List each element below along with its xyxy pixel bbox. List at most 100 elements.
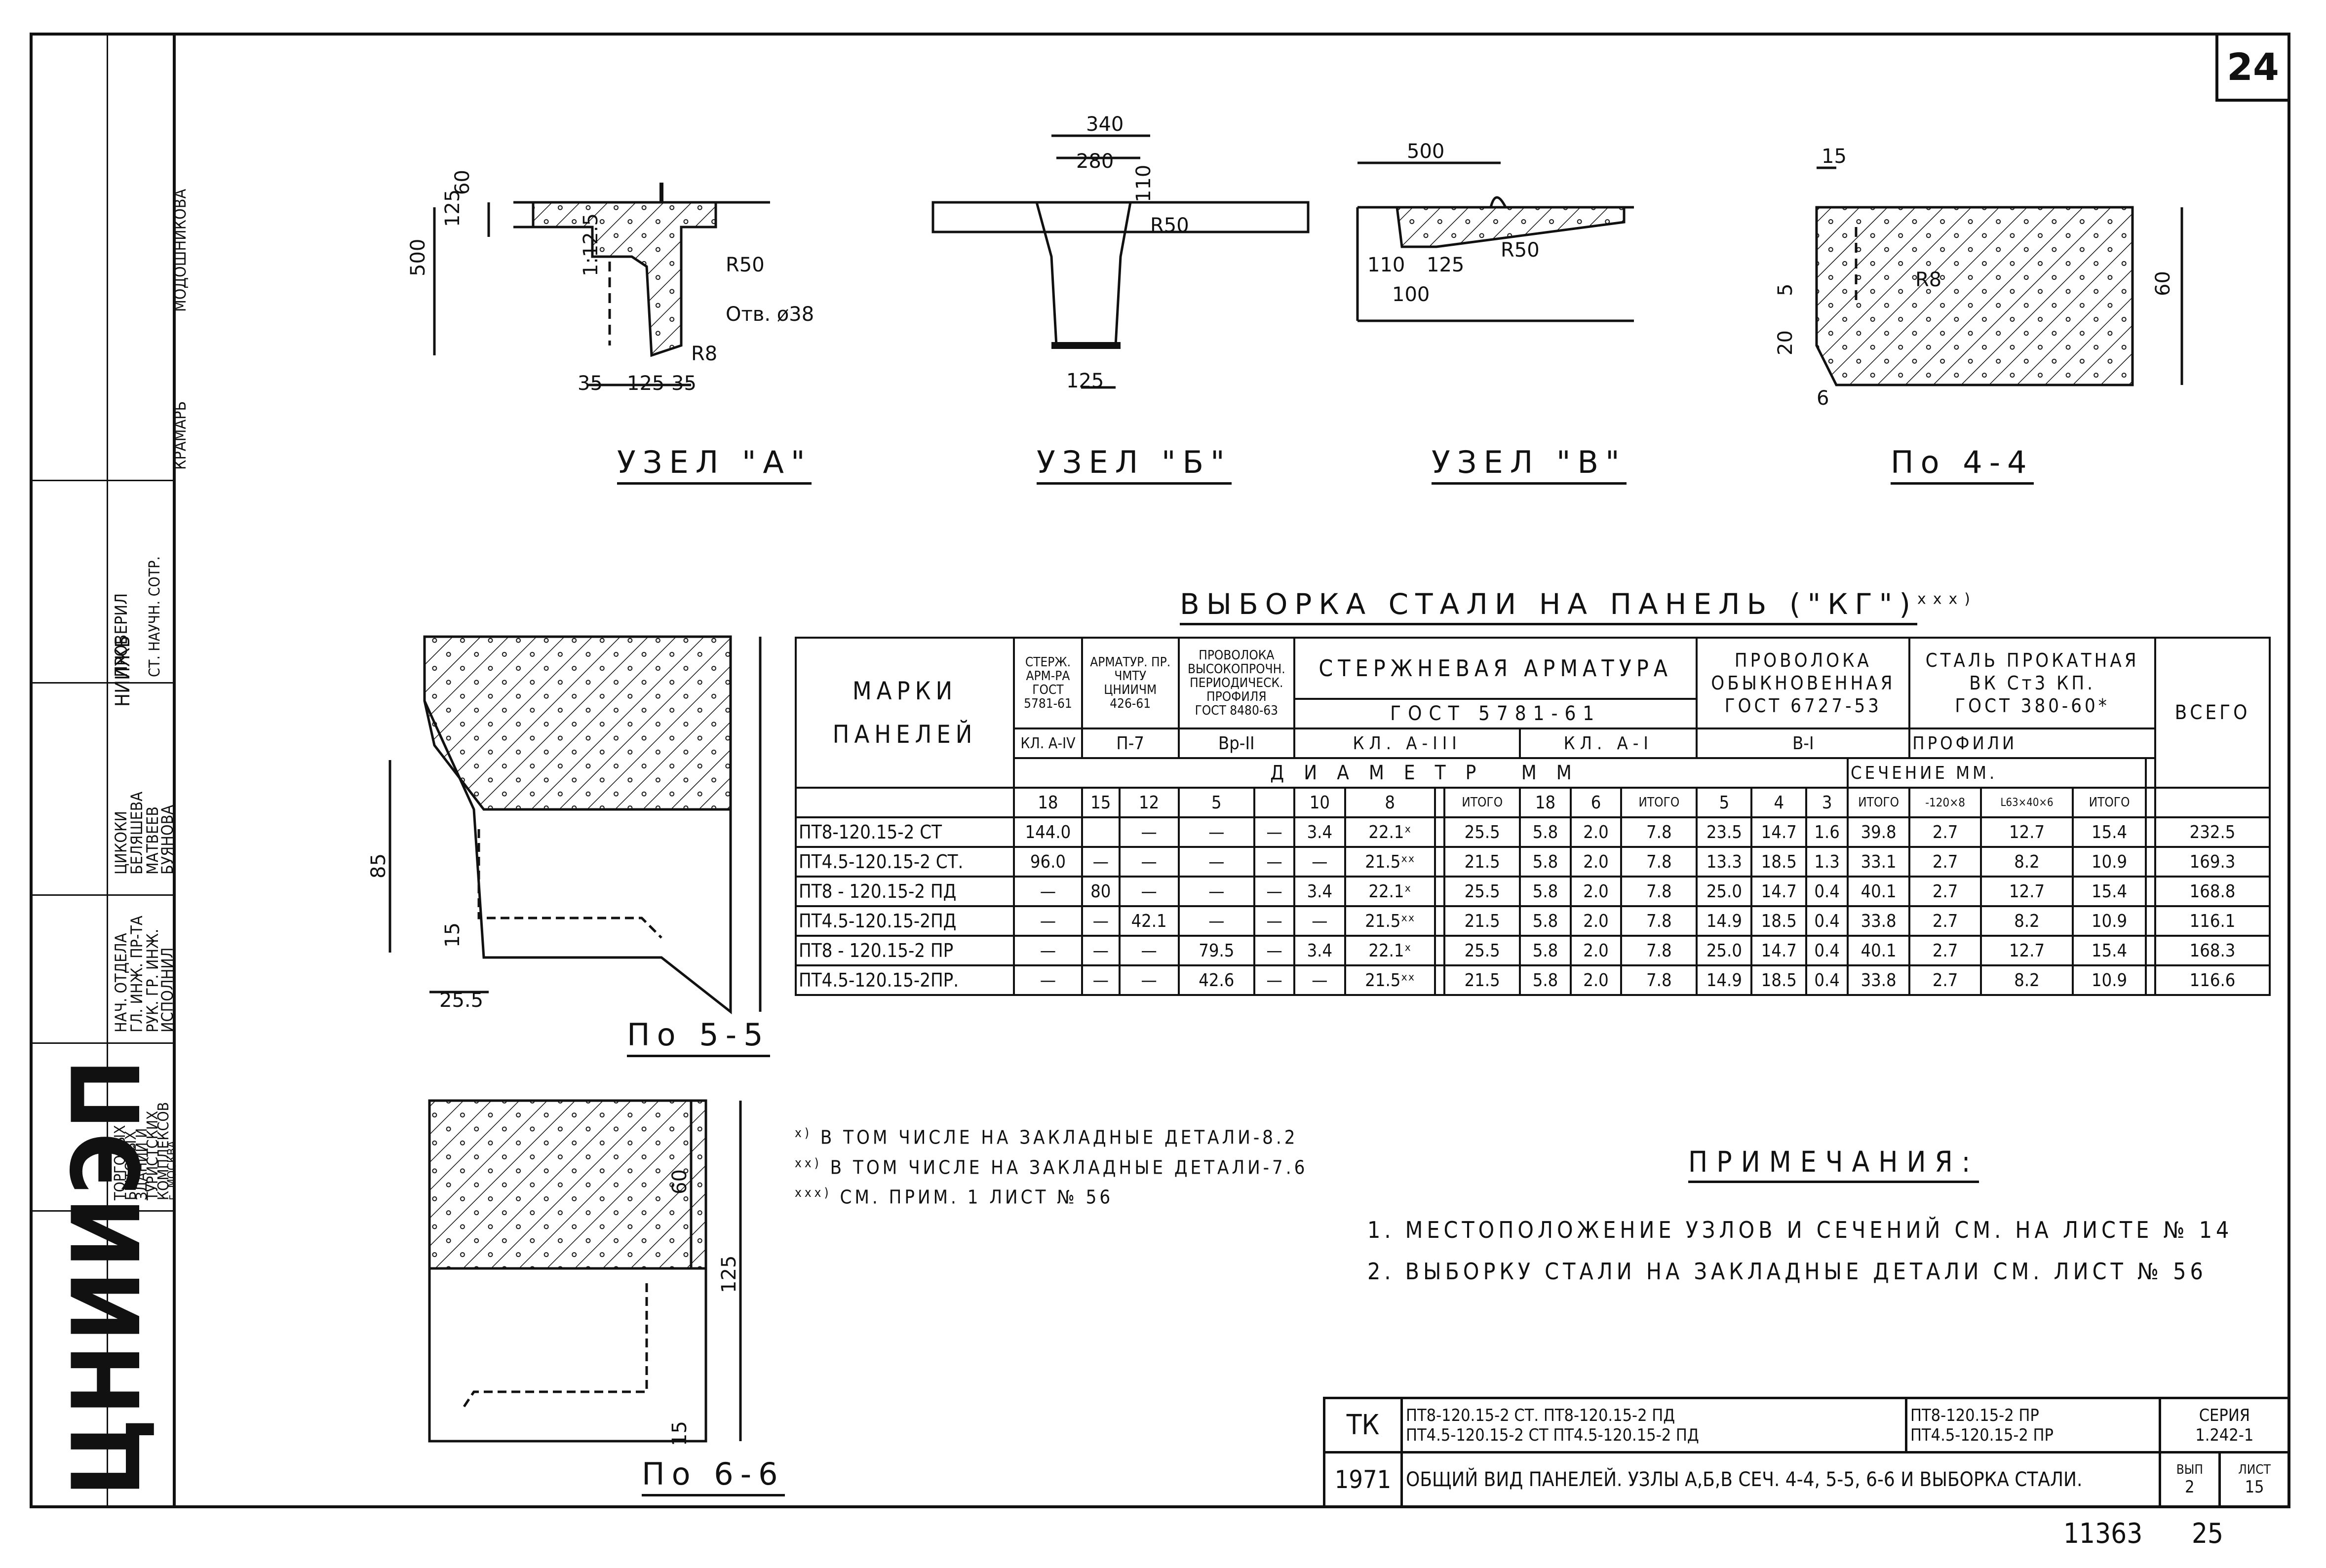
a-dim-125b: 125	[627, 372, 664, 395]
tb-tk: ТК	[1323, 1397, 1403, 1453]
row-value: 2.0	[1569, 846, 1623, 878]
row-value: —	[1013, 876, 1083, 907]
row-value: —	[1293, 905, 1346, 937]
diam-cell	[1253, 787, 1296, 818]
hdr-wire-hs: ПРОВОЛОКА ВЫСОКОПРОЧН. ПЕРИОДИЧЕСК. ПРОФ…	[1177, 637, 1296, 729]
s66-dim-15: 15	[668, 1421, 691, 1446]
note-1: 1. МЕСТОПОЛОЖЕНИЕ УЗЛОВ И СЕЧЕНИЙ СМ. НА…	[1367, 1217, 2233, 1243]
s66-dim-125: 125	[718, 1256, 740, 1293]
section-4-4-title: По 4-4	[1891, 444, 2034, 485]
diam-cell: 5	[1696, 787, 1753, 818]
diam-cell: 12	[1118, 787, 1180, 818]
row-value: —	[1293, 846, 1346, 878]
row-value: 2.7	[1908, 846, 1982, 878]
hdr-steel-1: СТАЛЬ ПРОКАТНАЯ	[1925, 650, 2139, 671]
section-5-5-drawing	[388, 635, 762, 1015]
hdr-steel-3: ГОСТ 380-60*	[1955, 695, 2110, 717]
title-block: ТК ПТ8-120.15-2 СТ. ПТ8-120.15-2 ПД ПТ4.…	[1323, 1397, 2291, 1508]
row-value: 2.0	[1569, 964, 1623, 996]
hdr-rod-gost: ГОСТ 5781-61	[1293, 698, 1698, 729]
row-value: —	[1118, 816, 1180, 848]
tb-marks-l2: ПТ4.5-120.15-2 СТ ПТ4.5-120.15-2 ПД	[1406, 1425, 1699, 1445]
diam-cell: 3	[1805, 787, 1849, 818]
hdr-wire-hs-3: ПЕРИОДИЧЕСК.	[1190, 676, 1283, 690]
hdr-wire: ПРОВОЛОКА ОБЫКНОВЕННАЯ ГОСТ 6727-53	[1696, 637, 1911, 729]
row-value: 18.5	[1750, 905, 1808, 937]
row-value: —	[1013, 935, 1083, 966]
tb-sheet-value: 15	[2245, 1477, 2264, 1497]
node-a-title: УЗЕЛ "А"	[617, 444, 812, 485]
v-dim-125: 125	[1427, 254, 1464, 276]
row-value: —	[1013, 964, 1083, 996]
hdr-wire-2: ОБЫКНОВЕННАЯ	[1711, 672, 1896, 694]
row-value: 22.1ˣ	[1344, 935, 1436, 966]
row-value	[1081, 816, 1121, 848]
s55-dim-255: 25.5	[439, 989, 483, 1012]
footnote-3: xxx) СМ. ПРИМ. 1 ЛИСТ № 56	[795, 1180, 1308, 1210]
row-value: —	[1013, 905, 1083, 937]
row-value: 10.9	[2072, 846, 2147, 878]
row-value: —	[1177, 905, 1256, 937]
hdr-wire-3: ГОСТ 6727-53	[1724, 695, 1882, 717]
row-value: —	[1253, 846, 1296, 878]
row-value: 79.5	[1177, 935, 1256, 966]
row-value: 21.5ˣˣ	[1344, 964, 1436, 996]
hdr-wire-1: ПРОВОЛОКА	[1734, 650, 1872, 671]
row-value: 168.3	[2154, 935, 2271, 966]
diameters-row: 18 15 12 5 10 8 ИТОГО 18 6 ИТОГО 5 4 3 И…	[795, 787, 2271, 818]
tb-sheet-label: ЛИСТ	[2238, 1462, 2271, 1477]
hdr-rod-small-3: ГОСТ	[1032, 683, 1064, 697]
row-value: 5.8	[1519, 935, 1572, 966]
row-value: 2.7	[1908, 905, 1982, 937]
row-value: 2.0	[1569, 816, 1623, 848]
a-dim-slope: 1:12.5	[580, 213, 602, 276]
hdr-steel: СТАЛЬ ПРОКАТНАЯ ВК Ст3 КП. ГОСТ 380-60*	[1908, 637, 2156, 729]
b-dim-r50: R50	[1150, 214, 1189, 237]
row-value: 7.8	[1620, 935, 1698, 966]
row-value: 3.4	[1293, 935, 1346, 966]
hdr-armatur: АРМАТУР. ПР. ЧМТУ ЦНИИЧМ 426-61	[1081, 637, 1180, 729]
table-title: ВЫБОРКА СТАЛИ НА ПАНЕЛЬ ("КГ")xxx)	[1180, 587, 1977, 625]
a-dim-r50: R50	[726, 254, 765, 276]
row-value: 168.8	[2154, 876, 2271, 907]
row-value: 5.8	[1519, 964, 1572, 996]
class-vr2: Вр-II	[1177, 727, 1296, 759]
row-value: 12.7	[1980, 935, 2074, 966]
row-value: 0.4	[1805, 964, 1849, 996]
row-value: 22.1ˣ	[1344, 876, 1436, 907]
footnote-3-mark: xxx)	[795, 1186, 832, 1201]
class-a3: КЛ. А-III	[1293, 727, 1521, 759]
diam-cell: -120×8	[1908, 787, 1982, 818]
row-value: 0.4	[1805, 876, 1849, 907]
row-value: 169.3	[2154, 846, 2271, 878]
a-dim-hole: Отв. ø38	[726, 303, 814, 326]
row-value: 5.8	[1519, 876, 1572, 907]
diam-label: ДИАМЕТР ММ	[1012, 757, 1849, 789]
node-v-drawing	[1356, 161, 1634, 322]
row-value: 2.7	[1908, 964, 1982, 996]
row-value	[2145, 846, 2156, 878]
row-value: 1.3	[1805, 846, 1849, 878]
diam-cell: 18	[1519, 787, 1572, 818]
row-value: 21.5ˣˣ	[1344, 905, 1436, 937]
row-value: 7.8	[1620, 905, 1698, 937]
row-value: 13.3	[1696, 846, 1753, 878]
row-value: 25.0	[1696, 876, 1753, 907]
hdr-wire-hs-4: ПРОФИЛЯ	[1206, 689, 1267, 704]
footnote-1: x) В ТОМ ЧИСЛЕ НА ЗАКЛАДНЫЕ ДЕТАЛИ-8.2	[795, 1120, 1308, 1150]
diam-cell: ИТОГО	[1620, 787, 1698, 818]
section-label: СЕЧЕНИЕ ММ.	[1847, 757, 2147, 789]
tb-marks-r2: ПТ4.5-120.15-2 ПР	[1910, 1425, 2054, 1445]
tb-marks-l1: ПТ8-120.15-2 СТ. ПТ8-120.15-2 ПД	[1406, 1405, 1675, 1425]
b-dim-125: 125	[1066, 370, 1104, 392]
tb-year: 1971	[1323, 1451, 1403, 1508]
hdr-rod: СТЕРЖНЕВАЯ АРМАТУРА	[1293, 637, 1698, 700]
diam-cell: 6	[1569, 787, 1623, 818]
row-value: 7.8	[1620, 816, 1698, 848]
hdr-rod-small-4: 5781-61	[1024, 696, 1072, 711]
diam-cell: 15	[1081, 787, 1121, 818]
row-value: 10.9	[2072, 964, 2147, 996]
footnote-2-text: В ТОМ ЧИСЛЕ НА ЗАКЛАДНЫЕ ДЕТАЛИ-7.6	[830, 1156, 1308, 1179]
row-value: 25.5	[1443, 876, 1521, 907]
